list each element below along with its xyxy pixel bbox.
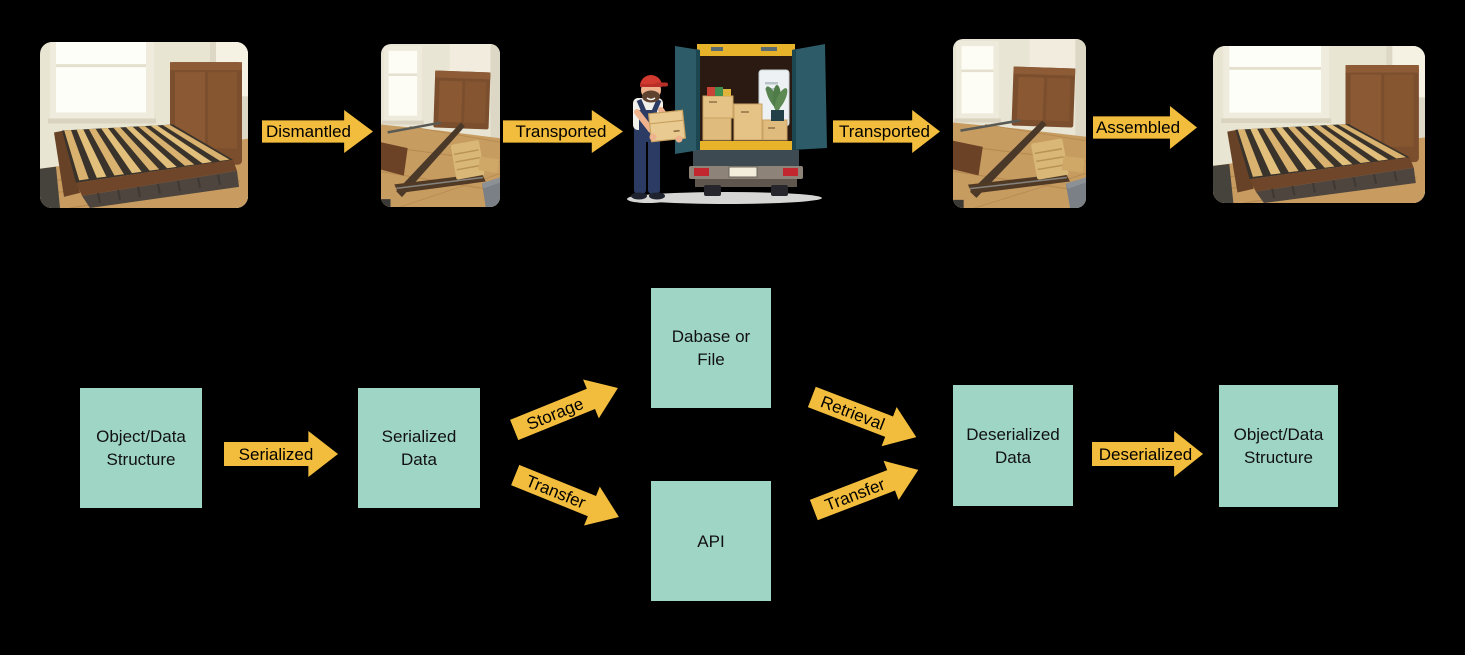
node-label: Object/Data Structure [96,427,186,469]
node-object-data-structure-target: Object/Data Structure [1219,385,1338,507]
arrow-assembled: Assembled [1093,106,1197,149]
node-label: Dabase or File [671,327,751,369]
arrow-transfer-to-api-label: Transfer [523,470,589,513]
arrow-storage: Storage [506,369,626,450]
arrow-transfer-from-api-label: Transfer [822,474,888,515]
photo-dismantled-bed-right [953,39,1086,208]
assembled-bed-scene [40,42,248,208]
photo-assembled-bed-start [40,42,248,208]
node-label: Serialized Data [381,427,457,469]
node-label: Object/Data Structure [1233,425,1324,467]
arrow-retrieval-label: Retrieval [818,391,888,434]
node-database-or-file: Dabase or File [651,288,771,408]
assembled-bed-scene [1213,46,1425,203]
node-object-data-structure-source: Object/Data Structure [80,388,202,508]
node-deserialized-data: Deserialized Data [953,385,1073,506]
node-serialized-data: Serialized Data [358,388,480,508]
arrow-retrieval: Retrieval [804,377,924,456]
arrow-deserialized: Deserialized [1092,431,1203,477]
arrow-serialized: Serialized [224,431,338,477]
held-box [647,109,687,143]
dismantled-bed-scene [953,39,1086,208]
photo-moving-truck [615,40,827,210]
moving-truck-scene [627,44,827,204]
arrow-transfer-from-api: Transfer [806,450,926,529]
arrow-dismantled-label: Dismantled [265,122,352,141]
dismantled-bed-scene [381,44,500,207]
arrow-transported-left-label: Transported [515,122,607,141]
arrow-transported-right-label: Transported [838,122,931,141]
arrow-transported-left: Transported [503,110,623,153]
node-label: API [697,531,725,551]
photo-dismantled-bed-left [381,44,500,207]
arrow-storage-label: Storage [523,393,587,434]
arrow-transported-right: Transported [833,110,940,153]
photo-assembled-bed-end [1213,46,1425,203]
arrow-transfer-to-api: Transfer [507,456,627,537]
mover-person [627,75,687,203]
node-label: Deserialized Data [966,424,1060,467]
plant [765,85,788,121]
arrow-assembled-label: Assembled [1095,118,1181,137]
truck-lower-body [689,141,803,187]
node-api: API [651,481,771,601]
arrow-deserialized-label: Deserialized [1098,444,1193,464]
arrow-serialized-label: Serialized [238,444,314,464]
wheels [704,185,788,196]
arrow-dismantled: Dismantled [262,110,373,153]
cargo-boxes [702,87,788,141]
